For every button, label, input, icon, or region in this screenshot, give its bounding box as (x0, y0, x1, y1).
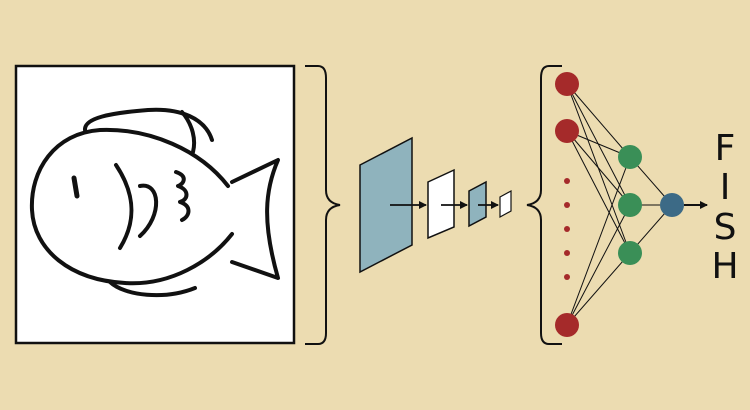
connection-edge-6 (566, 130, 631, 254)
conv-layer-3 (468, 180, 487, 228)
input-ellipsis (564, 178, 570, 280)
conv-layer-1 (359, 136, 413, 274)
output-letter-s: S (714, 207, 737, 248)
fish-dorsal-fin-inner (180, 110, 197, 154)
fish-pectoral-fin (138, 183, 159, 238)
connection-edge-5 (566, 130, 631, 206)
fish-dorsal-fin (83, 107, 214, 142)
hidden-node-1 (618, 145, 642, 169)
input-node-1 (555, 72, 579, 96)
input-node-3 (555, 313, 579, 337)
fish-bottom-fin (108, 280, 197, 298)
fish-drawing-icon (29, 107, 280, 298)
output-node (660, 193, 684, 217)
output-letter-h: H (711, 246, 738, 287)
hidden-node-2 (618, 193, 642, 217)
fish-scales-squiggle (174, 170, 191, 222)
connection-edge-7 (566, 156, 631, 326)
conv-layer-4 (499, 189, 512, 219)
fish-tail (230, 158, 280, 280)
input-brace (305, 65, 341, 345)
fish-body (29, 127, 234, 286)
output-letter-i: I (720, 167, 731, 208)
conv-layer-2 (427, 168, 455, 240)
fish-eye (71, 175, 80, 199)
feature-brace (526, 65, 562, 345)
fish-gill (114, 163, 134, 250)
connection-edge-8 (566, 204, 631, 326)
output-letter-f: F (715, 128, 736, 169)
input-node-2 (555, 119, 579, 143)
connection-edge-9 (566, 252, 631, 326)
connection-edge-1 (566, 83, 631, 158)
hidden-node-3 (618, 241, 642, 265)
